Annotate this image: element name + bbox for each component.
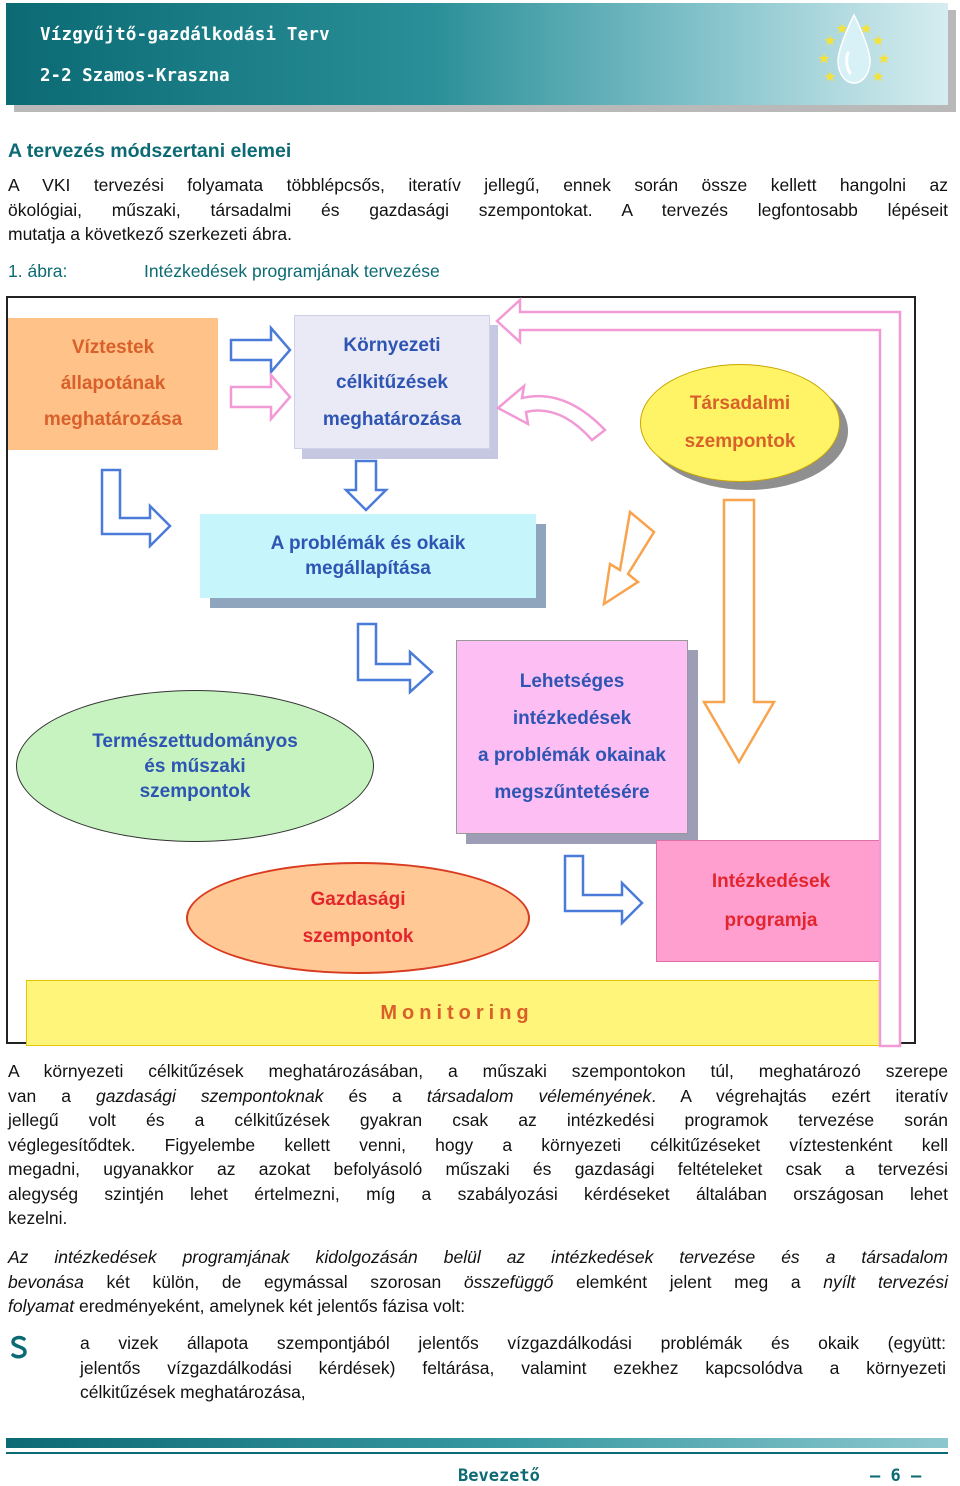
box-line: programja (724, 910, 818, 931)
water-drop-logo (818, 13, 890, 84)
box-line: meghatározása (322, 408, 462, 430)
box-line: megszűntetésére (494, 782, 650, 803)
section-heading: A tervezés módszertani elemei (8, 140, 292, 162)
paragraph-line: jellegű volt és a célkitűzések gyakran c… (8, 1108, 948, 1133)
paragraph-line: megadni, ugyanakkor az azokat befolyásol… (8, 1157, 948, 1182)
ellipse-gazdasagi-szempontok: Gazdasági szempontok (186, 862, 530, 974)
text-run: elemként jelent meg a (553, 1271, 824, 1292)
paragraph-1: A környezeti célkitűzések meghatározásáb… (8, 1059, 948, 1231)
box-line: Monitoring (380, 1001, 534, 1024)
box-line: és műszaki (144, 755, 246, 777)
bullet-item: a vizek állapota szempontjából jelentős … (80, 1331, 946, 1405)
paragraph-2: Az intézkedések programjának kidolgozásá… (8, 1245, 948, 1319)
italic-run: nyílt tervezési (823, 1271, 948, 1292)
box-line: Víztestek (71, 337, 155, 358)
figure-label: 1. ábra: (8, 261, 68, 281)
intro-line: mutatja a következő szerkezeti ábra. (8, 224, 293, 244)
header-subtitle: 2-2 Szamos-Kraszna (40, 66, 230, 86)
box-line: szempontok (684, 431, 796, 452)
bullet-line: jelentős vízgazdálkodási kérdések) feltá… (80, 1357, 946, 1378)
paragraph-line: kezelni. (8, 1206, 948, 1231)
box-kornyezeti-celkituzesek: Környezeti célkitűzések meghatározása (294, 315, 490, 449)
paragraph-line: A környezeti célkitűzések meghatározásáb… (8, 1059, 948, 1084)
box-line: A problémák és okaik (270, 533, 466, 554)
text-run: alegység szintjén lehet értelmezni, míg … (8, 1183, 948, 1204)
text-run: két külön, de egymással szorosan (83, 1271, 464, 1292)
text-run: jellegű volt és a célkitűzések gyakran c… (8, 1110, 948, 1130)
italic-run: bevonása (8, 1271, 84, 1292)
box-line: Környezeti (343, 334, 441, 356)
paragraph-line: Az intézkedések programjának kidolgozásá… (8, 1245, 948, 1270)
ellipse-termeszettudomanyos-szempontok: Természettudományos és műszaki szemponto… (16, 690, 374, 842)
box-line: meghatározása (43, 409, 183, 430)
italic-run: összefüggő (463, 1271, 554, 1292)
box-viztestek-allapota: Víztestek állapotának meghatározása (8, 318, 218, 450)
header-banner: Vízgyűjtő-gazdálkodási Terv 2-2 Szamos-K… (6, 3, 948, 105)
text-run: . A végrehajtás ezért iteratív (651, 1085, 948, 1106)
box-line: szempontok (139, 780, 251, 802)
italic-run: folyamat (8, 1296, 75, 1316)
paragraph-line: van a gazdasági szempontoknak és a társa… (8, 1084, 948, 1109)
footer-line (6, 1452, 948, 1454)
footer-section: Bevezető (458, 1466, 540, 1486)
ellipse-tarsadalmi-szempontok: Társadalmi szempontok (640, 364, 840, 482)
bullet-line: a vizek állapota szempontjából jelentős … (80, 1333, 946, 1353)
paragraph-line: folyamat eredményeként, amelynek két jel… (8, 1294, 948, 1319)
text-run: és a (323, 1085, 427, 1106)
box-line: Intézkedések (711, 871, 831, 892)
intro-paragraph: A VKI tervezési folyamata többlépcsős, i… (8, 173, 948, 247)
text-run: A környezeti célkitűzések meghatározásáb… (8, 1061, 948, 1081)
intro-line: A VKI tervezési folyamata többlépcsős, i… (8, 175, 948, 195)
box-intezkedesek-programja: Intézkedések programja (656, 840, 886, 962)
box-line: intézkedések (512, 708, 632, 729)
text-run: véglegesítődtek. Figyelembe kellett venn… (8, 1134, 948, 1155)
text-run: eredményeként, amelynek két jelentős fáz… (74, 1296, 466, 1316)
paragraph-line: bevonása két külön, de egymással szorosa… (8, 1270, 948, 1295)
italic-run: társadalom véleményének (426, 1085, 652, 1106)
italic-run: gazdasági szempontoknak (96, 1085, 324, 1106)
box-line: Gazdasági (310, 889, 406, 910)
box-line: a problémák okainak (478, 745, 666, 766)
footer-bar (6, 1438, 948, 1448)
page-number: — 6 — (870, 1466, 922, 1486)
box-line: szempontok (302, 926, 414, 947)
text-run: kezelni. (8, 1208, 68, 1228)
intro-line: ökológiai, műszaki, társadalmi és gazdas… (8, 199, 948, 220)
paragraph-line: véglegesítődtek. Figyelembe kellett venn… (8, 1133, 948, 1158)
bullet-icon (11, 1335, 27, 1359)
box-line: állapotának (60, 373, 166, 394)
bullet-line: célkitűzések meghatározása, (80, 1382, 306, 1402)
header-title: Vízgyűjtő-gazdálkodási Terv (40, 25, 330, 45)
figure-title: Intézkedések programjának tervezése (144, 261, 440, 281)
box-line: Lehetséges (519, 671, 625, 692)
text-run: megadni, ugyanakkor az azokat befolyásol… (8, 1159, 948, 1179)
box-line: Természettudományos (92, 730, 298, 752)
box-lehetseges-intezkedesek: Lehetséges intézkedések a problémák okai… (456, 640, 688, 834)
box-line: Társadalmi (689, 393, 791, 414)
box-problemak-es-okaik: A problémák és okaik megállapítása (200, 514, 536, 598)
paragraph-line: alegység szintjén lehet értelmezni, míg … (8, 1182, 948, 1207)
box-line: megállapítása (305, 558, 431, 579)
box-line: célkitűzések (336, 371, 448, 393)
box-monitoring: Monitoring (26, 980, 888, 1046)
italic-run: Az intézkedések programjának kidolgozásá… (8, 1247, 948, 1267)
text-run: van a (8, 1085, 97, 1106)
